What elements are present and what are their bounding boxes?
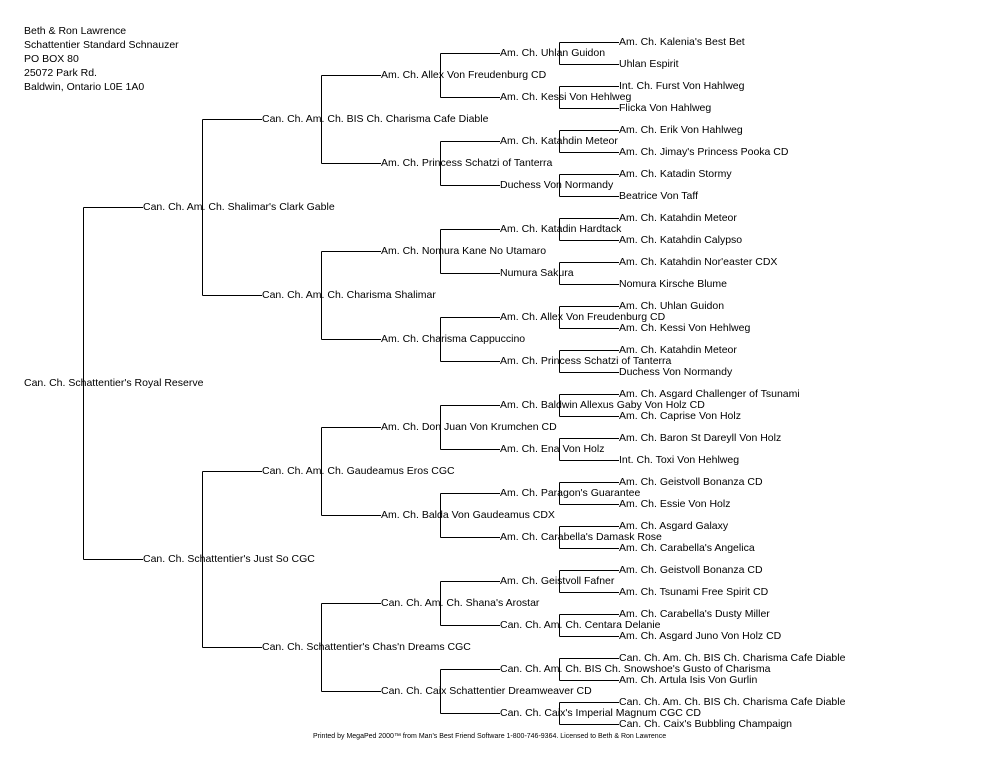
gen5-ancestor-name: Duchess Von Normandy — [619, 366, 733, 378]
gen4-ancestor-name: Can. Ch. Am. Ch. Centara Delanie — [500, 619, 661, 631]
gen4-ancestor-name: Duchess Von Normandy — [500, 179, 614, 191]
gen5-ancestor-name: Can. Ch. Caix's Bubbling Champaign — [619, 718, 793, 730]
gen5-ancestor-name: Flicka Von Hahlweg — [619, 102, 712, 114]
gen5-ancestor-name: Am. Ch. Kessi Von Hehlweg — [619, 322, 751, 334]
gen4-ancestor-name: Am. Ch. Kessi Von Hehlweg — [500, 91, 632, 103]
gen4-ancestor-name: Am. Ch. Katahdin Meteor — [500, 135, 618, 147]
gen4-ancestor-name: Am. Ch. Allex Von Freudenburg CD — [500, 311, 666, 323]
po-box: PO BOX 80 — [24, 53, 79, 65]
gen5-ancestor-name: Am. Ch. Uhlan Guidon — [619, 300, 725, 312]
gen3-ancestor-name: Am. Ch. Balda Von Gaudeamus CDX — [381, 509, 555, 521]
gen5-ancestor-name: Can. Ch. Am. Ch. BIS Ch. Charisma Cafe D… — [619, 652, 846, 664]
gen5-ancestor-name: Am. Ch. Asgard Juno Von Holz CD — [619, 630, 782, 642]
gen5-ancestor-name: Am. Ch. Geistvoll Bonanza CD — [619, 476, 763, 488]
gen5-ancestor-name: Am. Ch. Asgard Galaxy — [619, 520, 729, 532]
gen5-ancestor-name: Beatrice Von Taff — [619, 190, 699, 202]
gen5-ancestor-name: Am. Ch. Geistvoll Bonanza CD — [619, 564, 763, 576]
gen5-ancestor-name: Am. Ch. Jimay's Princess Pooka CD — [619, 146, 789, 158]
gen5-ancestor-name: Uhlan Espirit — [619, 58, 679, 70]
gen5-ancestor-name: Nomura Kirsche Blume — [619, 278, 727, 290]
gen5-ancestor-name: Am. Ch. Katahdin Meteor — [619, 344, 737, 356]
gen5-ancestor-name: Am. Ch. Caprise Von Holz — [619, 410, 741, 422]
gen5-ancestor-name: Am. Ch. Katahdin Calypso — [619, 234, 743, 246]
owner-name: Beth & Ron Lawrence — [24, 25, 127, 37]
subject-dog-name: Can. Ch. Schattentier's Royal Reserve — [24, 377, 204, 389]
gen1-ancestor-name: Can. Ch. Am. Ch. Shalimar's Clark Gable — [143, 201, 335, 213]
owner-address-block: Beth & Ron Lawrence Schattentier Standar… — [24, 24, 179, 94]
gen1-ancestor-name: Can. Ch. Schattentier's Just So CGC — [143, 553, 315, 565]
gen4-ancestor-name: Am. Ch. Ena Von Holz — [500, 443, 605, 455]
gen4-ancestor-name: Numura Sakura — [500, 267, 574, 279]
gen3-ancestor-name: Can. Ch. Am. Ch. Shana's Arostar — [381, 597, 540, 609]
gen5-ancestor-name: Am. Ch. Artula Isis Von Gurlin — [619, 674, 758, 686]
gen2-ancestor-name: Can. Ch. Am. Ch. Gaudeamus Eros CGC — [262, 465, 455, 477]
gen4-ancestor-name: Am. Ch. Baldwin Allexus Gaby Von Holz CD — [500, 399, 705, 411]
gen4-ancestor-name: Am. Ch. Uhlan Guidon — [500, 47, 606, 59]
gen5-ancestor-name: Am. Ch. Carabella's Dusty Miller — [619, 608, 770, 620]
gen3-ancestor-name: Am. Ch. Don Juan Von Krumchen CD — [381, 421, 557, 433]
gen5-ancestor-name: Can. Ch. Am. Ch. BIS Ch. Charisma Cafe D… — [619, 696, 846, 708]
gen3-ancestor-name: Am. Ch. Princess Schatzi of Tanterra — [381, 157, 553, 169]
gen5-ancestor-name: Am. Ch. Asgard Challenger of Tsunami — [619, 388, 800, 400]
gen2-ancestor-name: Can. Ch. Am. Ch. Charisma Shalimar — [262, 289, 436, 301]
gen3-ancestor-name: Am. Ch. Allex Von Freudenburg CD — [381, 69, 547, 81]
street-address: 25072 Park Rd. — [24, 67, 97, 79]
gen4-ancestor-name: Am. Ch. Paragon's Guarantee — [500, 487, 641, 499]
gen4-ancestor-name: Can. Ch. Am. Ch. BIS Ch. Snowshoe's Gust… — [500, 663, 771, 675]
printed-by-footer: Printed by MegaPed 2000™ from Man's Best… — [313, 733, 667, 740]
gen5-ancestor-name: Am. Ch. Katahdin Meteor — [619, 212, 737, 224]
gen4-ancestor-name: Am. Ch. Katadin Hardtack — [500, 223, 622, 235]
gen4-ancestor-name: Am. Ch. Princess Schatzi of Tanterra — [500, 355, 672, 367]
gen3-ancestor-name: Am. Ch. Nomura Kane No Utamaro — [381, 245, 547, 257]
gen5-ancestor-name: Int. Ch. Furst Von Hahlweg — [619, 80, 745, 92]
city-postal: Baldwin, Ontario L0E 1A0 — [24, 81, 145, 93]
gen5-ancestor-name: Am. Ch. Katadin Stormy — [619, 168, 732, 180]
gen3-ancestor-name: Can. Ch. Caix Schattentier Dreamweaver C… — [381, 685, 592, 697]
gen4-ancestor-name: Can. Ch. Caix's Imperial Magnum CGC CD — [500, 707, 701, 719]
gen5-ancestor-name: Am. Ch. Katahdin Nor'easter CDX — [619, 256, 778, 268]
gen5-ancestor-name: Am. Ch. Baron St Dareyll Von Holz — [619, 432, 782, 444]
gen5-ancestor-name: Am. Ch. Essie Von Holz — [619, 498, 731, 510]
gen5-ancestor-name: Am. Ch. Carabella's Angelica — [619, 542, 755, 554]
gen2-ancestor-name: Can. Ch. Schattentier's Chas'n Dreams CG… — [262, 641, 471, 653]
gen3-ancestor-name: Am. Ch. Charisma Cappuccino — [381, 333, 526, 345]
gen5-ancestor-name: Am. Ch. Erik Von Hahlweg — [619, 124, 743, 136]
gen5-ancestor-name: Int. Ch. Toxi Von Hehlweg — [619, 454, 740, 466]
gen4-ancestor-name: Am. Ch. Carabella's Damask Rose — [500, 531, 662, 543]
gen5-ancestor-name: Am. Ch. Tsunami Free Spirit CD — [619, 586, 769, 598]
kennel-name: Schattentier Standard Schnauzer — [24, 39, 179, 51]
gen4-ancestor-name: Am. Ch. Geistvoll Fafner — [500, 575, 615, 587]
gen5-ancestor-name: Am. Ch. Kalenia's Best Bet — [619, 36, 745, 48]
gen2-ancestor-name: Can. Ch. Am. Ch. BIS Ch. Charisma Cafe D… — [262, 113, 489, 125]
